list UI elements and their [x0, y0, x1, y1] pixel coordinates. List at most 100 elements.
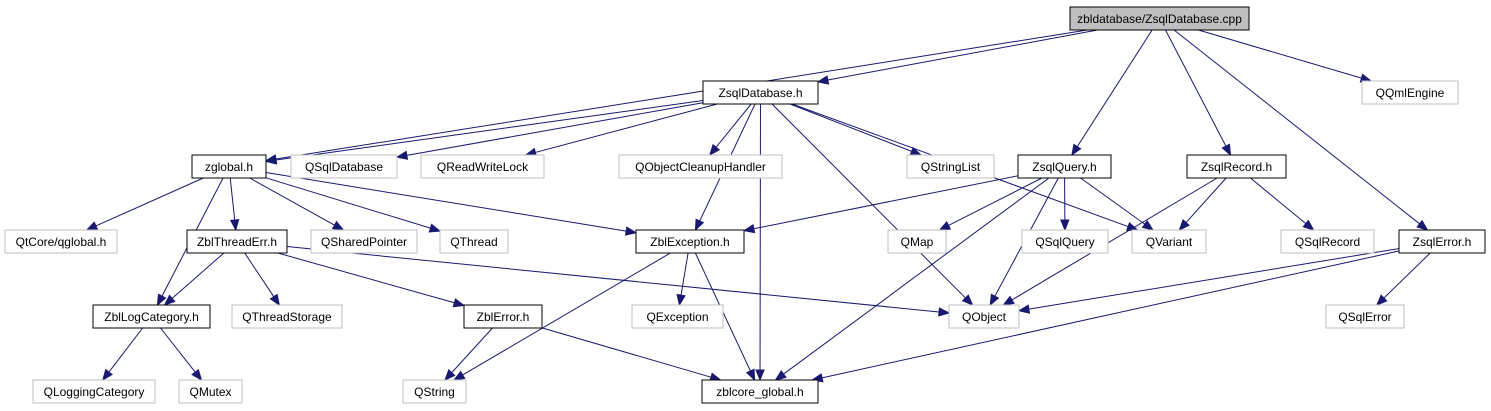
node-zblerror-h[interactable]: ZblError.h: [463, 304, 543, 329]
node-qsharedpointer[interactable]: QSharedPointer: [310, 229, 418, 254]
node-qsqldatabase[interactable]: QSqlDatabase: [290, 154, 398, 179]
node-qexception[interactable]: QException: [631, 304, 724, 329]
node-qsqlrecord[interactable]: QSqlRecord: [1280, 229, 1375, 254]
edge-line: [680, 252, 689, 296]
arrowhead-icon: [1221, 143, 1232, 157]
edge-line: [229, 177, 236, 221]
arrowhead-icon: [816, 75, 830, 85]
node-label: ZsqlRecord.h: [1201, 160, 1272, 174]
edge-zsqldatabase_h-to-qobjectcleanuphandler: [708, 103, 752, 157]
node-label: ZblException.h: [650, 235, 729, 249]
node-qobjectcleanuphandler[interactable]: QObjectCleanupHandler: [618, 154, 783, 179]
arrowhead-icon: [1416, 219, 1429, 231]
arrowhead-icon: [1178, 219, 1190, 232]
node-zsqldatabase-h[interactable]: ZsqlDatabase.h: [702, 80, 819, 105]
edge-zsqldatabase_h-to-qsqldatabase: [395, 102, 704, 160]
edge-line: [753, 175, 1019, 230]
node-qstring[interactable]: QString: [402, 379, 467, 404]
arrowhead-icon: [624, 226, 638, 236]
node-root[interactable]: zbldatabase/ZsqlDatabase.cpp: [1069, 6, 1250, 31]
edge-line: [1011, 177, 1218, 301]
edge-zsqlerror_h-to-zblcore_global_h: [810, 250, 1400, 383]
edge-line: [244, 252, 275, 297]
edge-zsqldatabase_h-to-qobject: [771, 103, 974, 306]
edge-zsqldatabase_h-to-qstringlist: [789, 103, 923, 156]
edge-line: [1383, 252, 1431, 299]
arrowhead-icon: [331, 220, 345, 231]
arrowhead-icon: [229, 219, 240, 232]
edge-zsqlrecord_h-to-qvariant: [1178, 177, 1227, 232]
node-label: ZsqlDatabase.h: [718, 86, 802, 100]
node-qthread[interactable]: QThread: [439, 229, 509, 254]
node-qreadwritelock[interactable]: QReadWriteLock: [420, 154, 545, 179]
arrowhead-icon: [938, 307, 951, 317]
node-zblcore-global-h[interactable]: zblcore_global.h: [701, 379, 819, 404]
edge-line: [821, 250, 1400, 379]
arrowhead-icon: [1302, 219, 1315, 231]
node-label: QThreadStorage: [242, 310, 332, 324]
node-zglobal-h[interactable]: zglobal.h: [191, 154, 267, 179]
node-label: QString: [414, 385, 455, 399]
edge-zsqlquery_h-to-qmap: [938, 177, 1043, 231]
node-zsqlrecord-h[interactable]: ZsqlRecord.h: [1186, 154, 1287, 179]
edge-line: [1250, 177, 1307, 225]
edge-zbllogcategory_h-to-qloggingcategory: [101, 327, 144, 382]
edge-line: [95, 177, 204, 227]
node-zbllogcategory-h[interactable]: ZblLogCategory.h: [92, 304, 211, 329]
edge-line: [948, 177, 1043, 226]
edge-line: [1185, 177, 1227, 223]
node-qmutex[interactable]: QMutex: [178, 379, 243, 404]
node-label: QObjectCleanupHandler: [635, 160, 766, 174]
edge-zsqlquery_h-to-qvariant: [1080, 177, 1155, 231]
edge-zsqldatabase_h-to-zblcore_global_h: [755, 103, 765, 382]
node-label: ZsqlQuery.h: [1032, 160, 1096, 174]
node-qsqlerror[interactable]: QSqlError: [1325, 304, 1405, 329]
node-qsqlquery[interactable]: QSqlQuery: [1021, 229, 1109, 254]
node-qobject[interactable]: QObject: [948, 304, 1020, 329]
edge-zsqlerror_h-to-qsqlerror: [1375, 252, 1431, 306]
node-qthreadstorage[interactable]: QThreadStorage: [231, 304, 343, 329]
edge-line: [275, 100, 704, 161]
node-label: zblcore_global.h: [716, 385, 803, 399]
edge-root-to-zsqlrecord_h: [1165, 29, 1232, 157]
edges-layer: [85, 29, 1431, 383]
node-qstringlist[interactable]: QStringList: [906, 154, 995, 179]
edge-zglobal_h-to-qthread: [265, 177, 442, 233]
node-label: QStringList: [921, 160, 981, 174]
node-zblexception-h[interactable]: ZblException.h: [635, 229, 745, 254]
node-label: QMutex: [189, 385, 231, 399]
node-qtcore-qglobal[interactable]: QtCore/qglobal.h: [4, 229, 118, 254]
nodes-layer: zbldatabase/ZsqlDatabase.cpp ZsqlDatabas…: [4, 6, 1486, 404]
arrowhead-icon: [85, 221, 99, 231]
edge-zglobal_h-to-zblthreaderr_h: [229, 177, 240, 232]
arrowhead-icon: [428, 223, 442, 233]
edge-line: [286, 246, 940, 313]
node-label: QObject: [962, 310, 1007, 324]
node-zblthreaderr-h[interactable]: ZblThreadErr.h: [186, 229, 288, 254]
node-qqmlengine[interactable]: QQmlEngine: [1361, 80, 1459, 105]
edge-line: [451, 327, 493, 373]
arrowhead-icon: [1071, 143, 1082, 157]
edge-line: [827, 29, 1098, 81]
edge-line: [1028, 248, 1400, 310]
node-qvariant[interactable]: QVariant: [1131, 229, 1207, 254]
arrowhead-icon: [191, 368, 203, 382]
edge-zblthreaderr_h-to-zbllogcategory_h: [163, 252, 225, 306]
arrowhead-icon: [989, 293, 1000, 307]
node-qmap[interactable]: QMap: [887, 229, 947, 254]
edge-zblthreaderr_h-to-zblerror_h: [277, 252, 466, 308]
node-qloggingcategory[interactable]: QLoggingCategory: [32, 379, 156, 404]
node-zsqlerror-h[interactable]: ZsqlError.h: [1398, 229, 1486, 254]
arrowhead-icon: [755, 369, 765, 382]
arrowhead-icon: [452, 298, 466, 308]
node-label: ZblLogCategory.h: [104, 310, 199, 324]
edge-root-to-zsqldatabase_h: [816, 29, 1098, 85]
edge-line: [1080, 177, 1146, 225]
node-label: QReadWriteLock: [437, 160, 529, 174]
edge-line: [1173, 29, 1420, 225]
edge-zblerror_h-to-zblcore_global_h: [541, 327, 722, 382]
edge-zblexception_h-to-qstring: [452, 252, 671, 381]
node-zsqlquery-h[interactable]: ZsqlQuery.h: [1017, 154, 1112, 179]
edge-line: [715, 103, 752, 148]
arrowhead-icon: [1002, 295, 1015, 306]
